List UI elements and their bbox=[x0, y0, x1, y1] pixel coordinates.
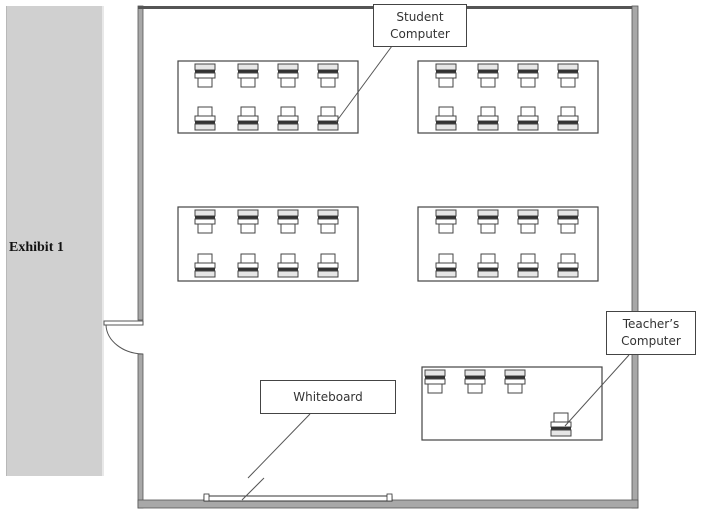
student-computer bbox=[194, 253, 216, 278]
exhibit-label: Exhibit 1 bbox=[9, 240, 64, 255]
student-computer bbox=[237, 106, 259, 131]
student-computer bbox=[424, 369, 446, 394]
table-top-right bbox=[417, 60, 599, 134]
teacher-computer-label-line1: Teacher’s bbox=[622, 317, 680, 331]
student-computer-label-line2: Computer bbox=[390, 26, 450, 41]
teacher-computer-leader-line bbox=[564, 354, 630, 427]
student-computer bbox=[277, 209, 299, 234]
student-computer bbox=[237, 253, 259, 278]
student-computer bbox=[477, 106, 499, 131]
student-computer bbox=[317, 106, 339, 131]
student-computer bbox=[277, 63, 299, 88]
whiteboard-leader-line bbox=[241, 477, 265, 501]
student-computer bbox=[517, 209, 539, 234]
teacher-computer-label-line2: Computer bbox=[621, 334, 681, 348]
teacher-computer bbox=[550, 412, 572, 437]
student-computer bbox=[194, 209, 216, 234]
whiteboard-label-text: Whiteboard bbox=[293, 389, 363, 404]
student-computer bbox=[237, 209, 259, 234]
student-computer bbox=[557, 106, 579, 131]
table-middle-right bbox=[417, 206, 599, 282]
student-computer bbox=[277, 106, 299, 131]
student-computer-label-line1: Student bbox=[396, 9, 444, 24]
table-top-left bbox=[177, 60, 359, 134]
whiteboard-label: Whiteboard bbox=[260, 380, 396, 414]
student-computer bbox=[317, 63, 339, 88]
student-computer bbox=[557, 209, 579, 234]
student-computer bbox=[277, 253, 299, 278]
student-computer bbox=[517, 253, 539, 278]
student-computer bbox=[435, 209, 457, 234]
student-computer bbox=[194, 106, 216, 131]
student-computer bbox=[557, 253, 579, 278]
whiteboard-leader-line bbox=[247, 413, 311, 479]
student-computer bbox=[517, 63, 539, 88]
exhibit-sidebar: Exhibit 1 bbox=[6, 6, 104, 476]
student-computer bbox=[435, 106, 457, 131]
student-computer bbox=[477, 63, 499, 88]
student-computer bbox=[237, 63, 259, 88]
student-computer bbox=[435, 63, 457, 88]
student-computer bbox=[477, 253, 499, 278]
student-computer bbox=[194, 63, 216, 88]
student-computer-leader-line bbox=[335, 45, 393, 123]
door bbox=[103, 320, 144, 355]
student-computer bbox=[464, 369, 486, 394]
student-computer bbox=[517, 106, 539, 131]
table-middle-left bbox=[177, 206, 359, 282]
teacher-table bbox=[421, 366, 603, 441]
student-computer bbox=[435, 253, 457, 278]
student-computer bbox=[557, 63, 579, 88]
student-computer bbox=[477, 209, 499, 234]
student-computer bbox=[317, 253, 339, 278]
student-computer-label: Student Computer bbox=[373, 4, 467, 47]
whiteboard bbox=[203, 493, 393, 502]
student-computer bbox=[504, 369, 526, 394]
teacher-computer-label: Teacher’s Computer bbox=[606, 311, 696, 355]
student-computer bbox=[317, 209, 339, 234]
